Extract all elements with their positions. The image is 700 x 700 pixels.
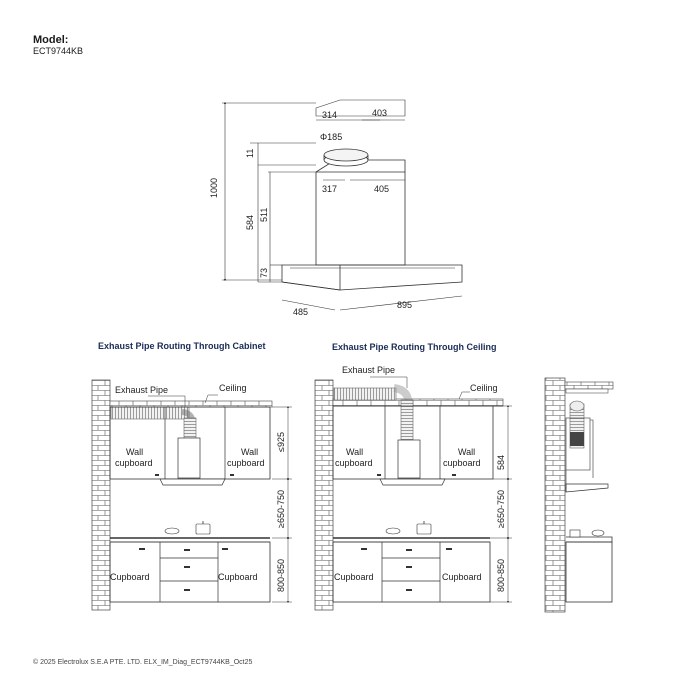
- dim-depth: 485: [293, 307, 308, 317]
- dim-width-left: 317: [322, 184, 337, 194]
- base-cupboard-frame: [109, 541, 271, 603]
- copyright-footer: © 2025 Electrolux S.E.A PTE. LTD. ELX_IM…: [33, 659, 253, 666]
- hood-canopy: [159, 478, 226, 486]
- ceiling-routing-diagram: [314, 376, 512, 611]
- ceiling-wall-cupboard-right-1: Wall: [458, 447, 475, 457]
- ceiling-cupboard-right: Cupboard: [442, 572, 482, 582]
- canopy-outline: [281, 264, 463, 291]
- cabinet-ceiling-label: Ceiling: [219, 383, 247, 393]
- ceiling-wall-cupboard-left-2: cupboard: [335, 458, 373, 468]
- hood-chimney: [177, 437, 201, 479]
- brick-wall: [91, 379, 111, 611]
- cabinet-cupboard-left: Cupboard: [110, 572, 150, 582]
- cabinet-dim-bottom: 800-850: [276, 559, 286, 592]
- ceiling-dim-top: 584: [496, 455, 506, 470]
- cabinet-exhaust-label: Exhaust Pipe: [115, 385, 168, 395]
- ceiling-dim-bottom: 800-850: [496, 559, 506, 592]
- dim-top-left: 314: [322, 110, 337, 120]
- dim-outlet-height: 11: [245, 149, 255, 158]
- cabinet-routing-diagram: [91, 379, 292, 611]
- brick-wall: [314, 379, 334, 611]
- hood-canopy: [379, 478, 446, 486]
- exhaust-duct: [110, 406, 190, 420]
- cabinet-wall-cupboard-left-1: Wall: [126, 447, 143, 457]
- hood-dimension-drawing: [281, 99, 463, 291]
- ceiling-cupboard-left: Cupboard: [334, 572, 374, 582]
- ceiling-wall-cupboard-right-2: cupboard: [443, 458, 481, 468]
- ceiling-exhaust-label: Exhaust Pipe: [342, 365, 395, 375]
- cabinet-section-title: Exhaust Pipe Routing Through Cabinet: [98, 341, 266, 351]
- dim-chimney-inner: 511: [259, 208, 269, 222]
- side-canopy: [565, 483, 609, 493]
- ceiling-slab: [109, 400, 273, 408]
- dim-chimney-height: 584: [245, 215, 255, 230]
- model-label: Model:: [33, 34, 69, 46]
- model-number: ECT9744KB: [33, 46, 84, 56]
- hood-dimension-labels: 314 403 Φ185 1000 11 584 511 73 317 405 …: [209, 108, 412, 317]
- dim-diameter: Φ185: [320, 132, 342, 142]
- cabinet-wall-cupboard-right-2: cupboard: [227, 458, 265, 468]
- cabinet-wall-cupboard-left-2: cupboard: [115, 458, 153, 468]
- side-chimney: [565, 417, 591, 471]
- cabinet-dim-top: ≤925: [276, 432, 286, 452]
- dim-top-right: 403: [372, 108, 387, 118]
- ceiling-slab: [564, 381, 614, 390]
- dim-width: 895: [397, 300, 412, 310]
- ceiling-wall-cupboard-left-1: Wall: [346, 447, 363, 457]
- cabinet-wall-cupboard-right-1: Wall: [241, 447, 258, 457]
- chimney-top: [315, 159, 406, 173]
- side-view-diagram: [544, 377, 614, 613]
- hood-chimney: [397, 439, 421, 479]
- dim-width-right: 405: [374, 184, 389, 194]
- brick-wall: [544, 377, 566, 613]
- ceiling-section-title: Exhaust Pipe Routing Through Ceiling: [332, 342, 497, 352]
- cabinet-cupboard-right: Cupboard: [218, 572, 258, 582]
- ceiling-dim-mid: ≥650-750: [496, 490, 506, 528]
- cabinet-dim-mid: ≥650-750: [276, 490, 286, 528]
- exhaust-duct: [333, 387, 397, 401]
- dim-total-height: 1000: [209, 178, 219, 198]
- ceiling-ceiling-label: Ceiling: [470, 383, 498, 393]
- hood-dimension-lines: [222, 101, 463, 311]
- dim-canopy-height: 73: [259, 268, 269, 278]
